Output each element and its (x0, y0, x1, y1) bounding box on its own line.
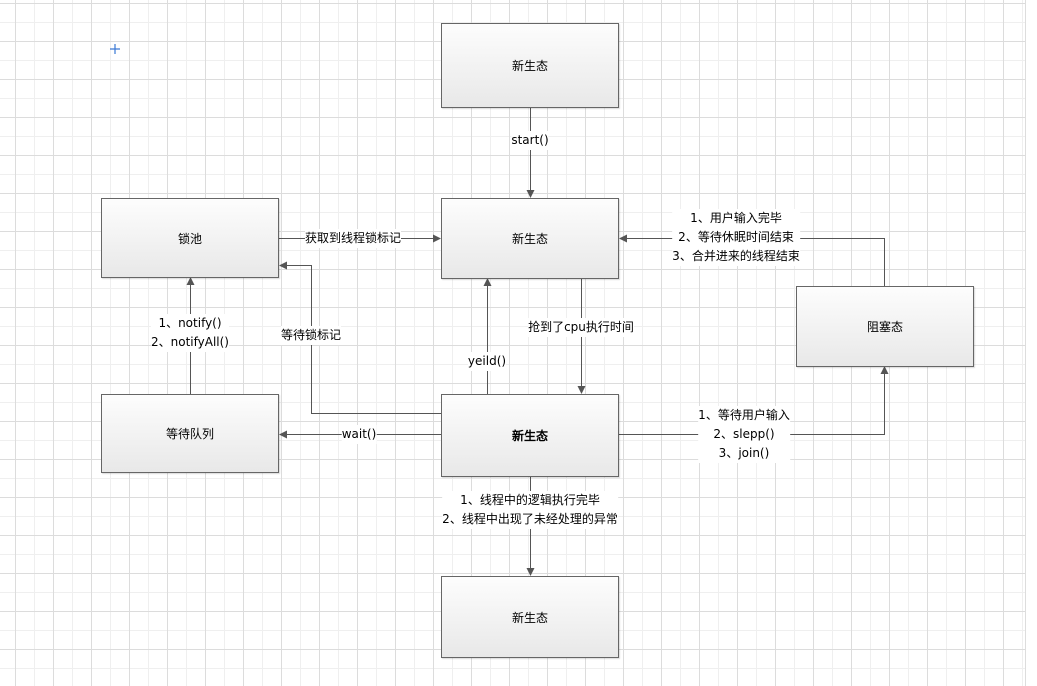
label-line: 1、线程中的逻辑执行完毕 (460, 493, 600, 507)
node-label: 新生态 (511, 59, 548, 73)
node-wait-queue[interactable]: 等待队列 (101, 394, 279, 473)
node-label: 锁池 (177, 231, 202, 246)
cursor-icon (110, 44, 120, 54)
label-unblock: 1、用户输入完毕 2、等待休眠时间结束 3、合并进来的线程结束 (672, 209, 800, 266)
label-notify: 1、notify() 2、notifyAll() (151, 314, 229, 352)
label-wait: wait() (341, 425, 377, 444)
label-start: start() (511, 131, 549, 150)
node-new-state[interactable]: 新生态 (441, 23, 619, 108)
node-label: 阻塞态 (866, 320, 903, 334)
label-line: 1、notify() (158, 316, 222, 330)
node-running[interactable]: 新生态 (441, 394, 619, 477)
label-line: 1、等待用户输入 (698, 408, 790, 422)
label-line: 2、等待休眠时间结束 (678, 230, 794, 244)
label-get-cpu: 抢到了cpu执行时间 (528, 318, 634, 337)
label-line: 2、notifyAll() (151, 335, 229, 349)
node-label: 新生态 (511, 429, 548, 443)
node-label: 等待队列 (165, 427, 214, 441)
label-acquire-lock: 获取到线程锁标记 (304, 229, 402, 248)
node-label: 新生态 (511, 232, 548, 246)
label-wait-lock: 等待锁标记 (280, 326, 342, 345)
label-line: 3、join() (718, 446, 770, 460)
label-line: 2、slepp() (713, 427, 775, 441)
label-block: 1、等待用户输入 2、slepp() 3、join() (698, 406, 790, 463)
node-runnable[interactable]: 新生态 (441, 198, 619, 279)
node-blocked[interactable]: 阻塞态 (796, 286, 974, 367)
node-dead[interactable]: 新生态 (441, 576, 619, 658)
label-line: 2、线程中出现了未经处理的异常 (442, 512, 618, 526)
label-line: 3、合并进来的线程结束 (672, 249, 800, 263)
label-finish: 1、线程中的逻辑执行完毕 2、线程中出现了未经处理的异常 (442, 491, 618, 529)
label-yield: yeild() (467, 352, 507, 371)
node-lock-pool[interactable]: 锁池 (101, 198, 279, 278)
node-label: 新生态 (511, 610, 548, 625)
label-line: 1、用户输入完毕 (690, 211, 782, 225)
